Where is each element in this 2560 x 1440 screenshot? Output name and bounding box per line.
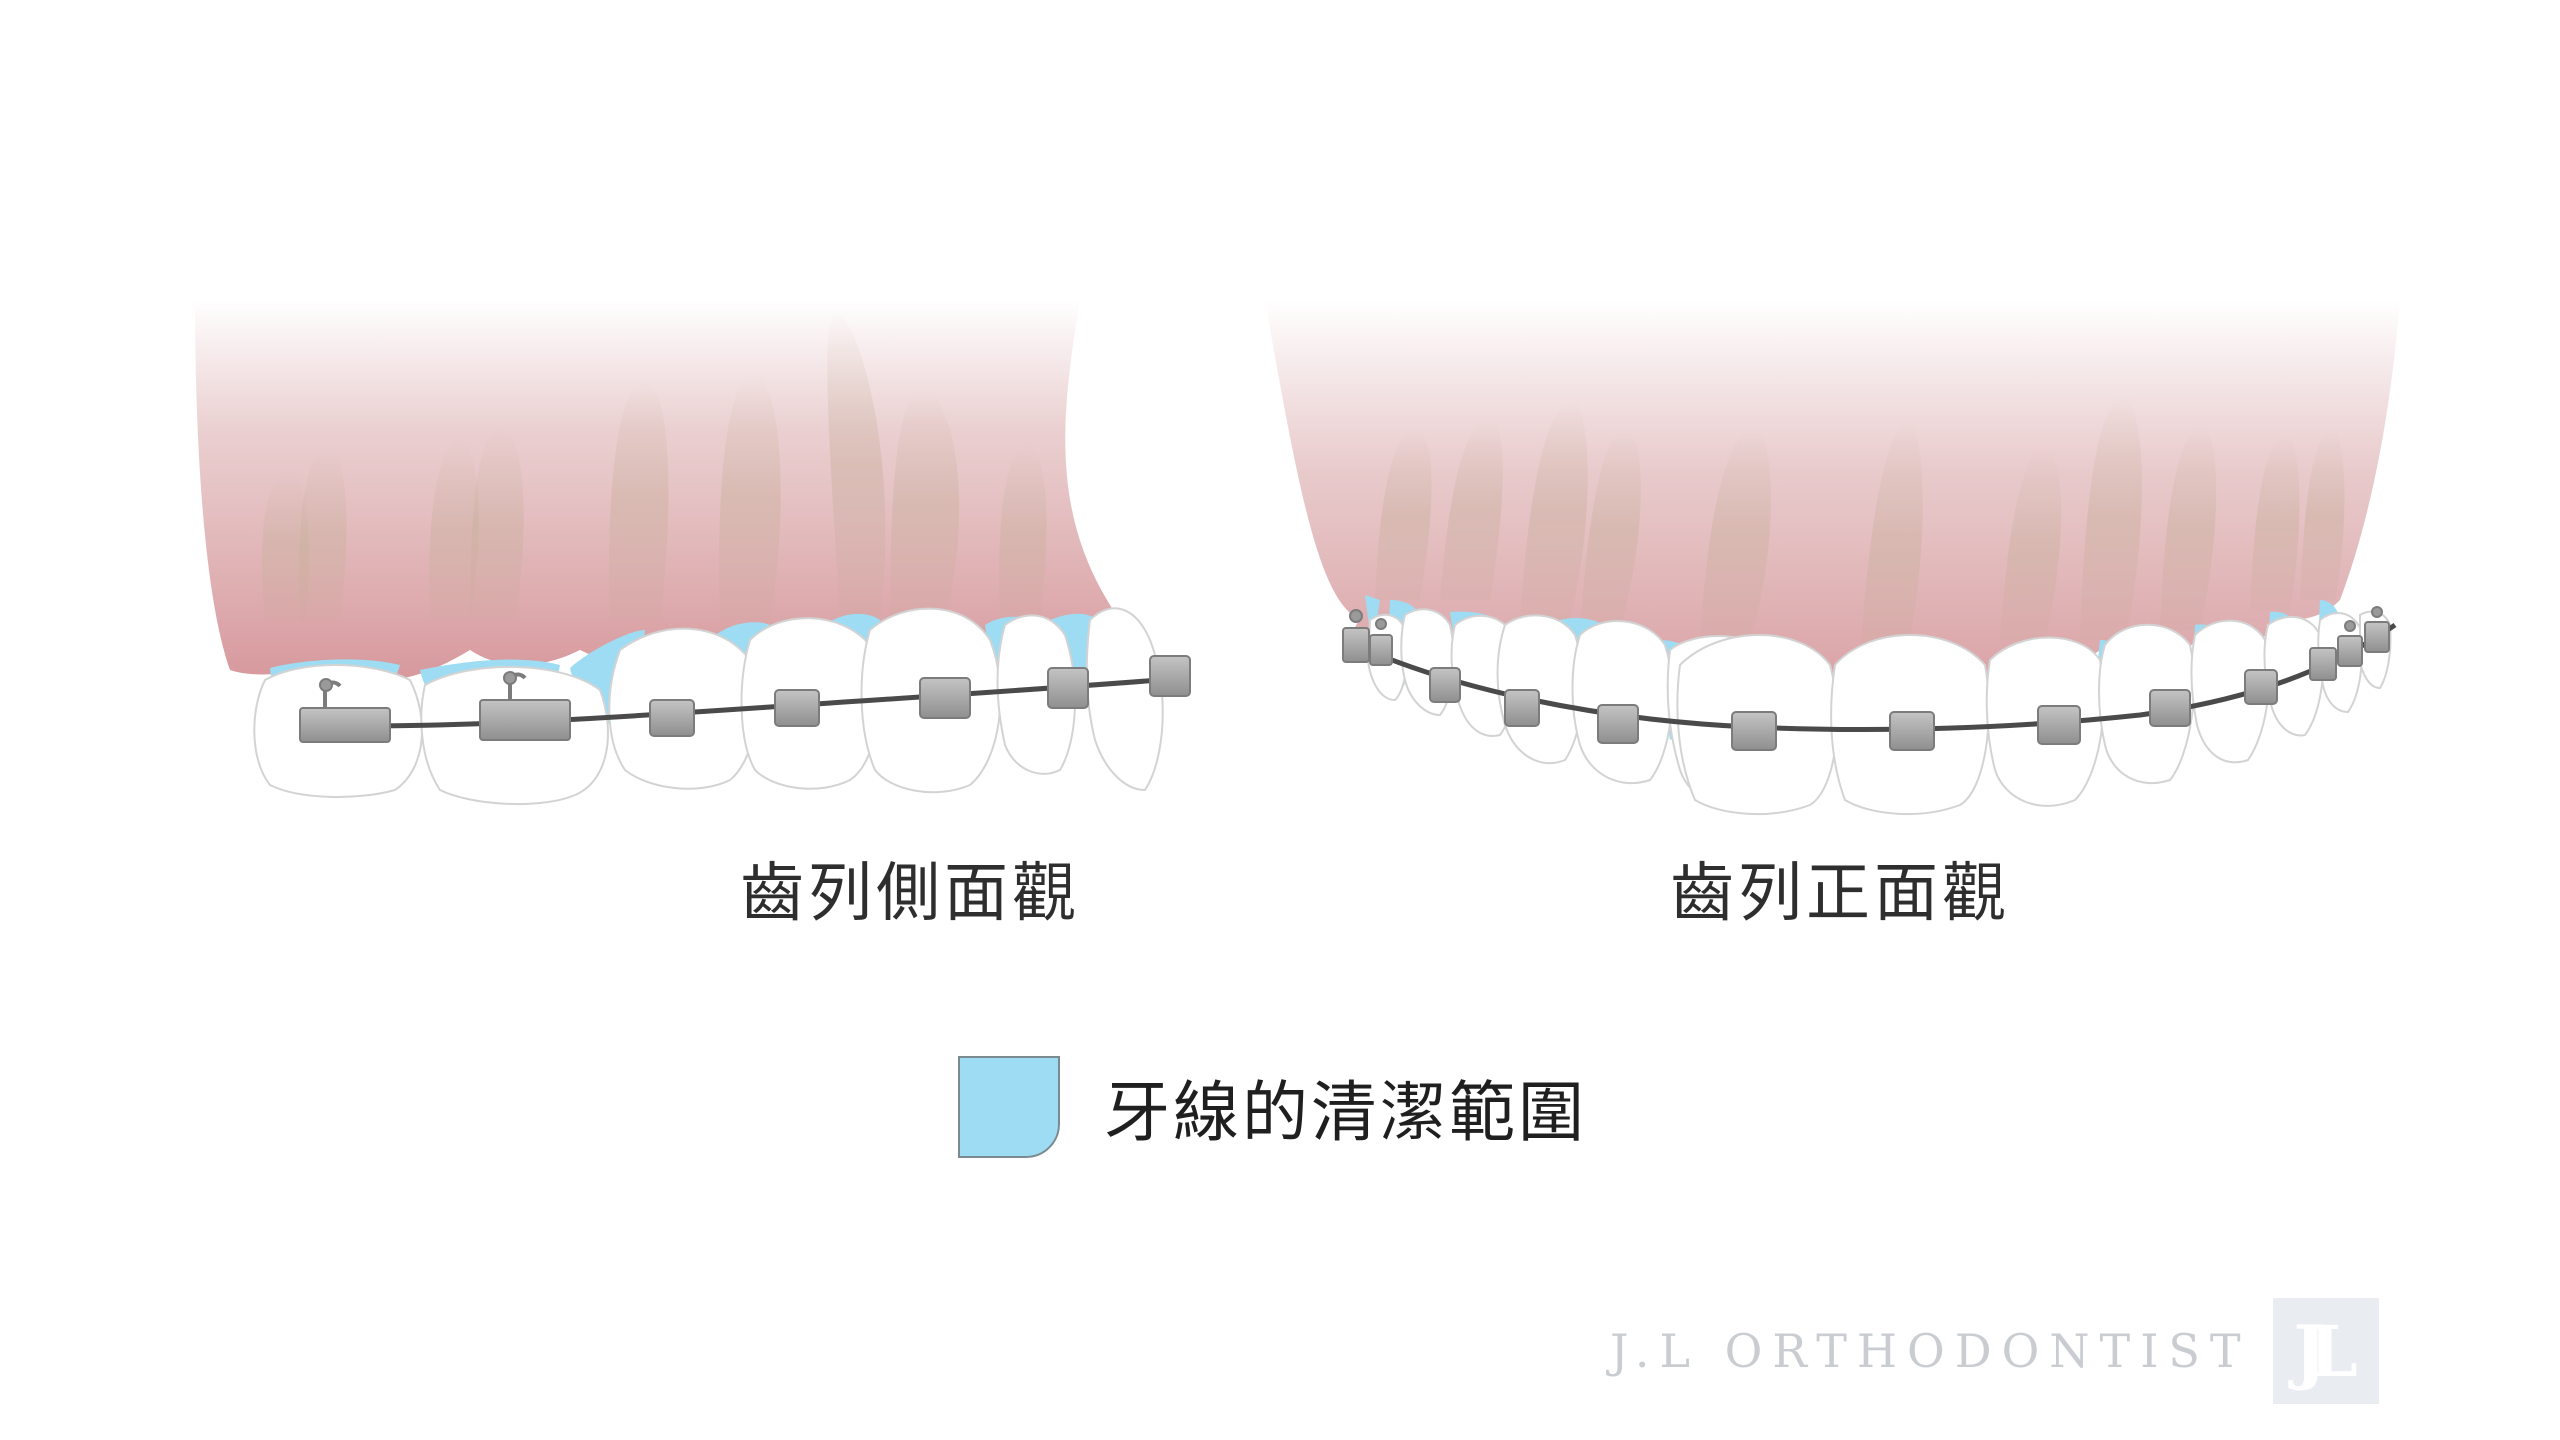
side-bracket-5 (1149, 655, 1191, 697)
front-bracket-r4 (1504, 689, 1540, 727)
side-brackets (299, 655, 1191, 743)
side-bracket-4 (1047, 667, 1089, 709)
front-view-illustration (1265, 300, 2400, 816)
front-tooth-r3 (1571, 620, 1674, 785)
brand-logo-icon: JL (2272, 1298, 2379, 1404)
side-bracket-3 (919, 677, 971, 719)
front-tooth-l4 (2190, 619, 2270, 764)
side-tooth-lateral (996, 614, 1076, 775)
front-bracket-l3 (2149, 689, 2191, 727)
legend-floss-label: 牙線的清潔範圍 (1104, 1074, 1587, 1151)
front-tube-left (2309, 647, 2337, 681)
front-roots (1375, 395, 2345, 660)
front-tooth-l3 (2098, 623, 2195, 785)
side-bracket-1 (649, 699, 695, 737)
front-view-caption: 齒列正面觀 (1670, 857, 2010, 931)
front-bracket-r1 (1731, 711, 1777, 751)
side-view-illustration (195, 300, 1191, 806)
brand-name: J.L ORTHODONTIST (1610, 1324, 2251, 1378)
front-bracket-l5 (2244, 669, 2278, 705)
legend-floss-swatch (958, 1056, 1060, 1158)
front-bracket-r5 (1429, 667, 1461, 703)
side-molar-tube-1 (299, 707, 391, 743)
brand-watermark: J.L ORTHODONTIST JL (1610, 1298, 2379, 1404)
legend: 牙線的清潔範圍 (958, 1056, 1587, 1158)
front-bracket-r3 (1597, 704, 1639, 744)
side-roots (261, 310, 1047, 620)
front-brackets (1342, 606, 2390, 751)
side-tooth-central (1085, 607, 1164, 792)
front-bracket-l1 (1889, 711, 1935, 751)
side-bracket-2 (774, 689, 820, 727)
front-tube-right (1342, 627, 1370, 663)
side-molar-tube-2 (479, 699, 571, 741)
front-bracket-l2 (2037, 705, 2081, 745)
side-view-caption: 齒列側面觀 (740, 857, 1080, 931)
